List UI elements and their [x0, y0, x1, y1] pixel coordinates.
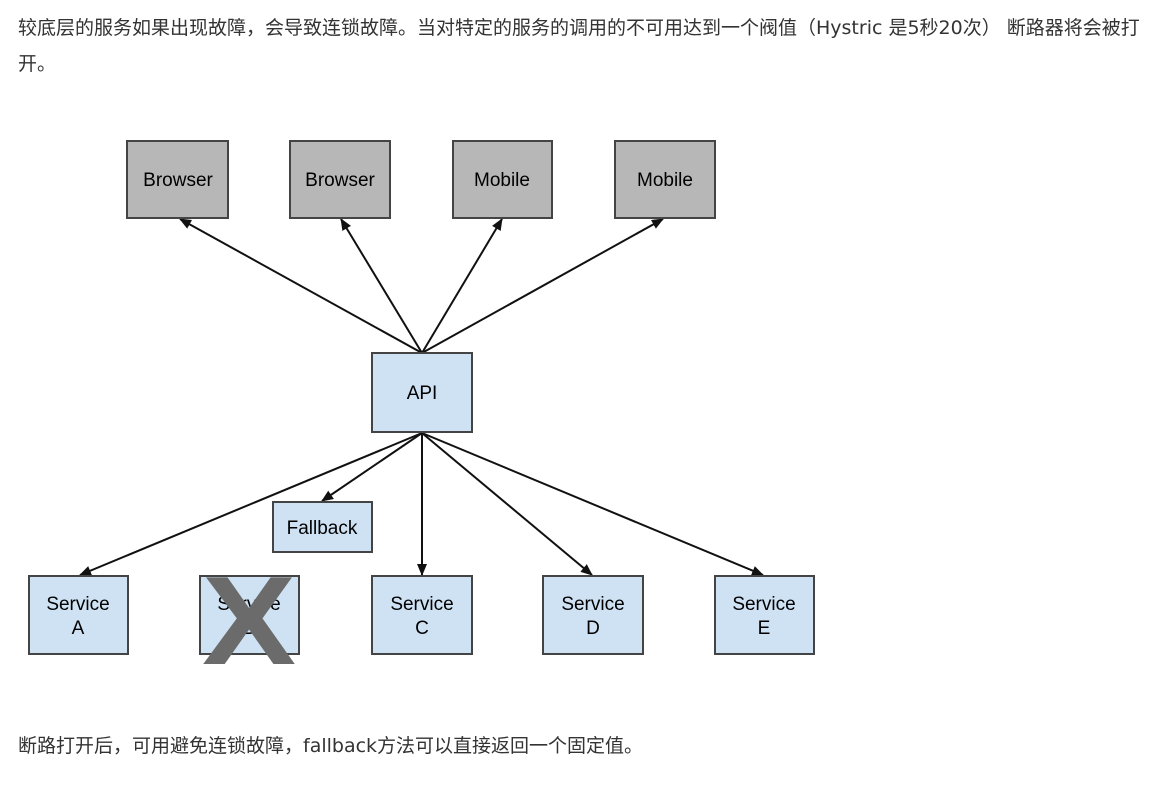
- service-letter: E: [758, 618, 771, 639]
- client-box: Browser: [126, 140, 229, 219]
- failure-x-mark: X: [202, 550, 296, 691]
- service-box-d: Service D: [542, 575, 644, 655]
- client-box: Mobile: [452, 140, 553, 219]
- client-label: Browser: [305, 170, 375, 191]
- arrow-api-to-service-a: [79, 432, 423, 576]
- service-label: Service: [217, 594, 280, 615]
- service-box-a: Service A: [28, 575, 129, 655]
- arrow-api-to-mobile-1: [421, 218, 503, 354]
- arrow-api-to-browser-1: [179, 218, 423, 354]
- api-label: API: [407, 383, 438, 404]
- service-label: Service: [732, 594, 795, 615]
- service-label: Service: [390, 594, 453, 615]
- service-box-e: Service E: [714, 575, 815, 655]
- service-letter: B: [243, 618, 256, 639]
- client-label: Mobile: [637, 170, 693, 191]
- client-arrows: [179, 218, 664, 354]
- service-letter: A: [72, 618, 85, 639]
- service-label: Service: [46, 594, 109, 615]
- service-letter: C: [415, 618, 429, 639]
- intro-paragraph: 较底层的服务如果出现故障，会导致连锁故障。当对特定的服务的调用的不可用达到一个阀…: [18, 17, 1140, 75]
- fallback-label: Fallback: [287, 518, 358, 539]
- arrow-api-to-browser-2: [340, 218, 423, 354]
- failure-x-glyph: X: [202, 550, 296, 691]
- service-box-c: Service C: [371, 575, 473, 655]
- fallback-box: Fallback: [272, 501, 373, 553]
- outro-paragraph: 断路打开后，可用避免连锁故障，fallback方法可以直接返回一个固定值。: [18, 735, 644, 757]
- arrow-api-to-mobile-2: [421, 218, 664, 354]
- client-box: Mobile: [614, 140, 716, 219]
- api-box: API: [371, 352, 473, 433]
- service-box-b: Service B: [199, 575, 300, 655]
- client-box: Browser: [289, 140, 391, 219]
- service-label: Service: [561, 594, 624, 615]
- arrow-api-to-fallback: [321, 432, 423, 502]
- client-label: Browser: [143, 170, 213, 191]
- arrow-api-to-service-e: [421, 432, 764, 576]
- client-label: Mobile: [474, 170, 530, 191]
- service-arrows: [79, 432, 764, 576]
- arrow-api-to-service-d: [421, 432, 593, 576]
- service-letter: D: [586, 618, 600, 639]
